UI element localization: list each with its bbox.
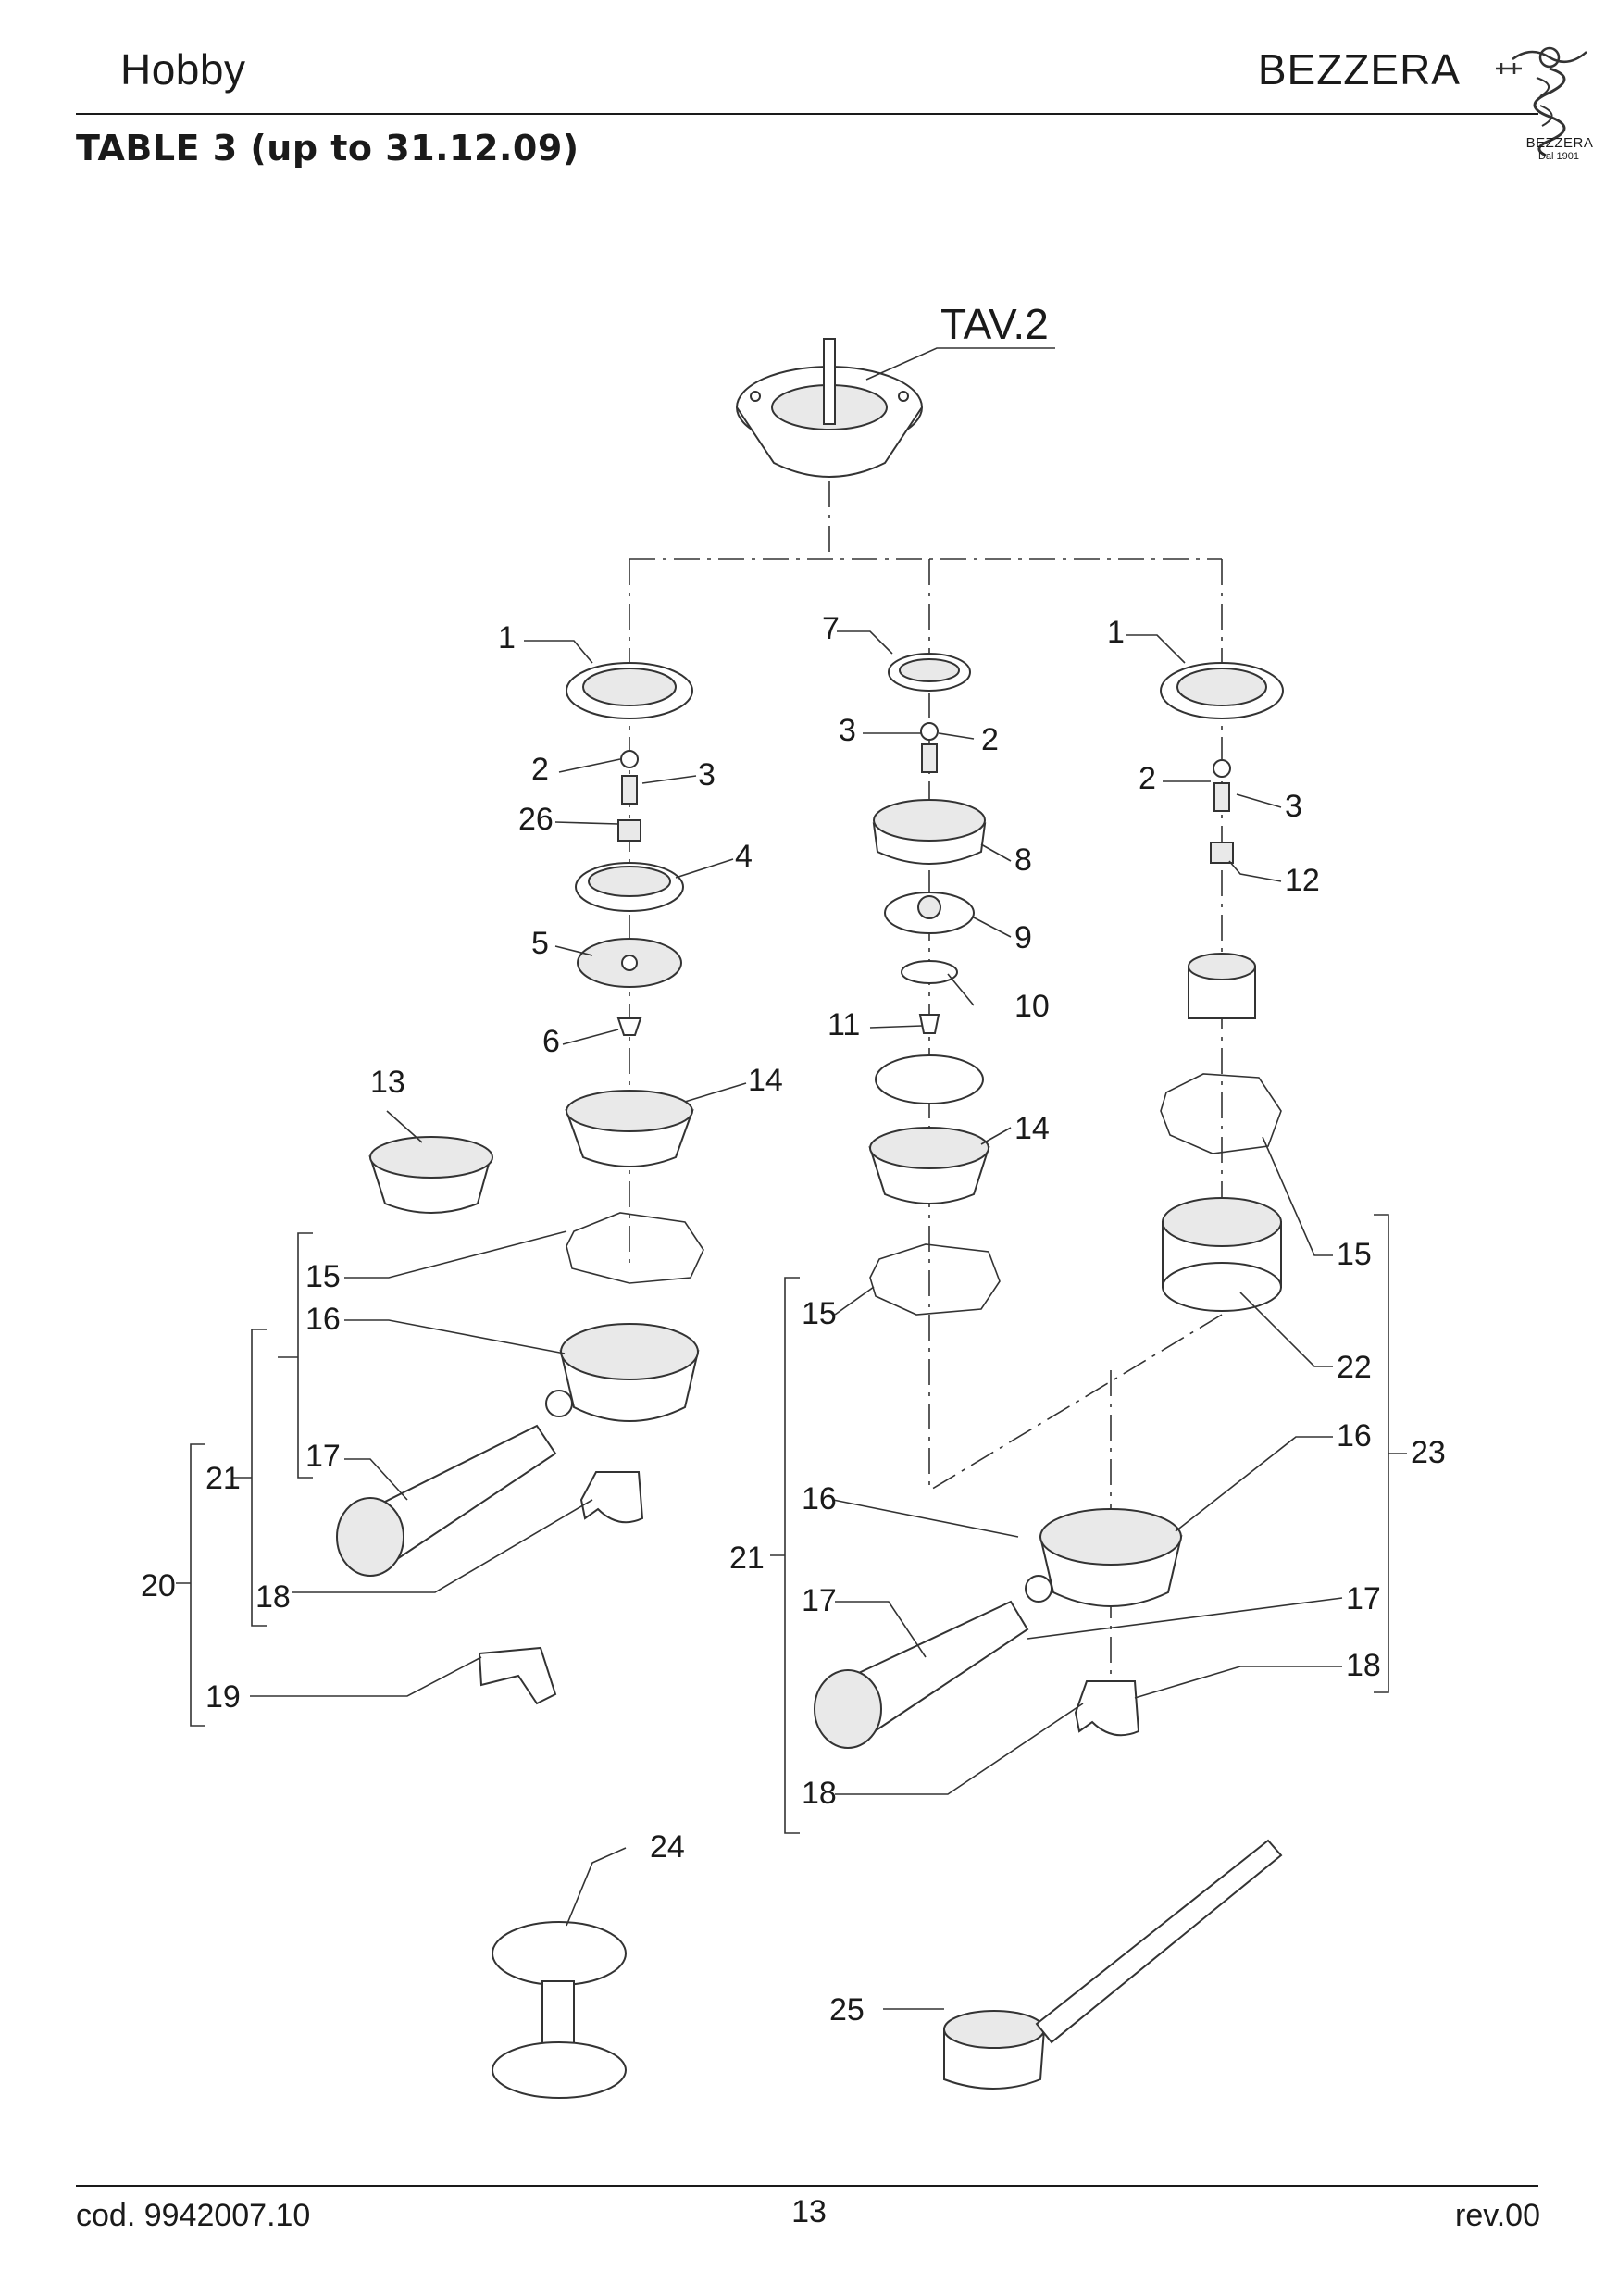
callout-17: 17 bbox=[1346, 1581, 1381, 1616]
footer-rule bbox=[76, 2185, 1538, 2187]
callout-18: 18 bbox=[255, 1579, 291, 1615]
model-name: Hobby bbox=[120, 45, 246, 94]
callout-labels: 1 2 3 26 4 5 6 13 14 15 16 17 21 20 18 1… bbox=[141, 611, 1446, 2028]
callout-22: 22 bbox=[1337, 1350, 1372, 1385]
callout-2: 2 bbox=[531, 752, 549, 787]
callout-20: 20 bbox=[141, 1568, 176, 1603]
callout-16: 16 bbox=[1337, 1418, 1372, 1454]
right-column-parts bbox=[1160, 662, 1284, 1312]
group-head-part bbox=[736, 338, 923, 478]
callout-14: 14 bbox=[748, 1063, 783, 1098]
callout-16: 16 bbox=[305, 1302, 341, 1337]
callout-13: 13 bbox=[370, 1065, 405, 1100]
callout-11: 11 bbox=[828, 1007, 860, 1042]
leader-lines bbox=[250, 630, 1343, 2010]
callout-17: 17 bbox=[802, 1583, 837, 1618]
revision-label: rev.00 bbox=[1455, 2198, 1540, 2233]
callout-1: 1 bbox=[498, 620, 516, 655]
document-code: cod. 9942007.10 bbox=[76, 2198, 311, 2233]
middle-column-parts bbox=[814, 653, 1283, 2090]
grouping-brackets bbox=[176, 1214, 1407, 1834]
callout-1: 1 bbox=[1107, 615, 1125, 650]
callout-12: 12 bbox=[1285, 863, 1320, 898]
callout-10: 10 bbox=[1014, 989, 1050, 1024]
callout-2: 2 bbox=[1139, 761, 1156, 796]
callout-25: 25 bbox=[829, 1992, 865, 2028]
left-column-parts bbox=[336, 662, 704, 2099]
logo-tagline: Dal 1901 bbox=[1537, 151, 1580, 162]
callout-15: 15 bbox=[305, 1259, 341, 1294]
callout-3: 3 bbox=[698, 757, 716, 792]
callout-18: 18 bbox=[1346, 1648, 1381, 1683]
callout-8: 8 bbox=[1014, 842, 1032, 878]
callout-2: 2 bbox=[981, 722, 999, 757]
page-number: 13 bbox=[791, 2194, 827, 2229]
logo-wordmark: BEZZERA bbox=[1525, 135, 1594, 151]
callout-19: 19 bbox=[205, 1679, 241, 1715]
callout-26: 26 bbox=[518, 802, 554, 837]
callout-17: 17 bbox=[305, 1439, 341, 1474]
callout-3: 3 bbox=[1285, 789, 1302, 824]
callout-23: 23 bbox=[1411, 1435, 1446, 1470]
callout-6: 6 bbox=[542, 1024, 560, 1059]
callout-9: 9 bbox=[1014, 920, 1032, 955]
callout-3: 3 bbox=[839, 713, 856, 748]
callout-16: 16 bbox=[802, 1481, 837, 1516]
brand-name: BEZZERA bbox=[1257, 45, 1461, 94]
table-title: TABLE 3 (up to 31.12.09) bbox=[76, 128, 579, 168]
brand-logo-icon bbox=[1496, 46, 1587, 157]
callout-5: 5 bbox=[531, 926, 549, 961]
header-rule bbox=[76, 113, 1538, 115]
tav2-label: TAV.2 bbox=[940, 300, 1049, 348]
callout-21: 21 bbox=[729, 1541, 765, 1576]
callout-24: 24 bbox=[650, 1829, 685, 1865]
callout-15: 15 bbox=[802, 1296, 837, 1331]
callout-14: 14 bbox=[1014, 1111, 1050, 1146]
callout-21: 21 bbox=[205, 1461, 241, 1496]
callout-15: 15 bbox=[1337, 1237, 1372, 1272]
callout-18: 18 bbox=[802, 1776, 837, 1811]
callout-4: 4 bbox=[735, 839, 753, 874]
callout-7: 7 bbox=[822, 611, 840, 646]
